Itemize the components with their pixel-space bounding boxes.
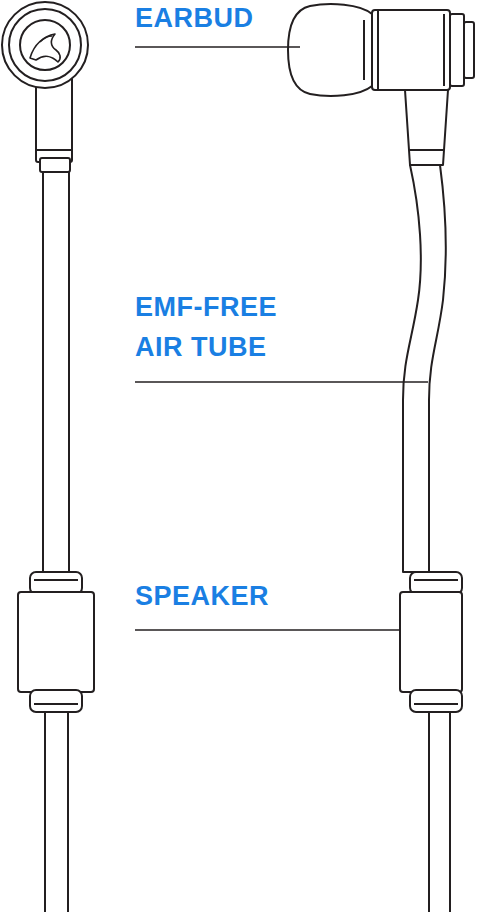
leader-line (135, 381, 428, 383)
leader-line (135, 46, 300, 48)
part-label: EMF-FREE AIR TUBE (135, 287, 285, 367)
part-label: EARBUD (135, 0, 375, 38)
leader-lines (135, 47, 428, 630)
side-view-earphone (288, 4, 474, 912)
leader-line (135, 629, 400, 631)
front-view-earphone (2, 2, 94, 912)
part-label: SPEAKER (135, 576, 375, 616)
